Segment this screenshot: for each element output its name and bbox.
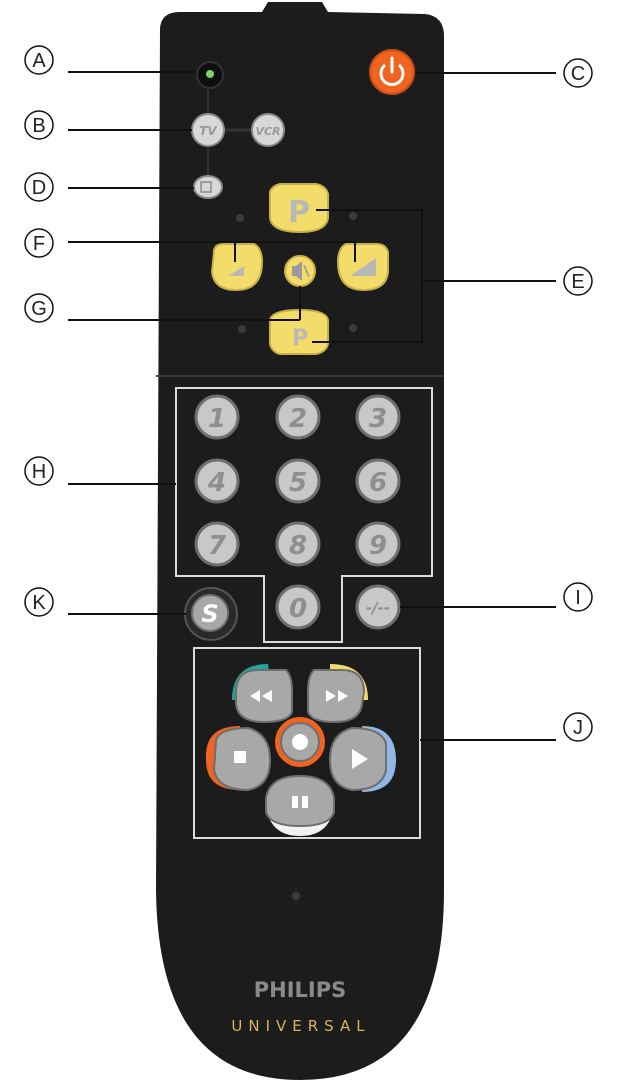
volume-down-icon — [228, 266, 244, 276]
program-down-label: P — [292, 326, 308, 351]
digit-key-4[interactable]: 4 — [194, 458, 240, 504]
keypad-bracket — [175, 387, 433, 643]
digit-key-7[interactable]: 7 — [194, 521, 240, 567]
svg-text:A: A — [32, 50, 46, 72]
callout-f: F — [24, 228, 54, 258]
callout-e: E — [563, 266, 593, 296]
indicator-dot — [349, 212, 357, 220]
svg-text:7: 7 — [208, 531, 227, 561]
tv-button[interactable]: TV — [191, 113, 225, 147]
vcr-label: VCR — [255, 125, 280, 138]
fast-forward-icon — [326, 690, 348, 702]
svg-text:G: G — [31, 298, 47, 320]
digit-key-6[interactable]: 6 — [355, 458, 401, 504]
callout-g: G — [24, 293, 54, 323]
play-button[interactable] — [328, 726, 387, 792]
program-up-button[interactable]: P — [269, 183, 329, 234]
callout-c: C — [563, 58, 593, 88]
callout-a: A — [24, 45, 54, 75]
volume-up-icon — [350, 258, 376, 276]
svg-text:1: 1 — [208, 404, 226, 434]
digit-key-1[interactable]: 1 — [194, 394, 240, 440]
digit-key-2[interactable]: 2 — [275, 394, 321, 440]
teletext-icon — [200, 181, 212, 193]
svg-text:6: 6 — [369, 468, 387, 498]
callout-d: D — [24, 172, 54, 202]
tv-label: TV — [199, 124, 218, 138]
transport-bracket — [193, 647, 421, 839]
sensor-dot — [292, 892, 300, 900]
svg-text:2: 2 — [289, 404, 307, 434]
svg-text:I: I — [575, 587, 581, 609]
callout-h: H — [24, 456, 54, 486]
model-name: UNIVERSAL — [231, 1017, 370, 1035]
rewind-button[interactable] — [235, 669, 293, 724]
callout-lines — [68, 71, 556, 741]
svg-text:H: H — [32, 461, 46, 483]
digit-key-5[interactable]: 5 — [275, 458, 321, 504]
dash-key[interactable]: -/-- — [355, 584, 401, 630]
svg-text:E: E — [571, 271, 584, 293]
stop-icon — [234, 751, 246, 763]
pause-icon — [292, 796, 308, 808]
callout-j: J — [563, 712, 593, 742]
svg-text:5: 5 — [289, 468, 307, 498]
callout-i: I — [563, 582, 593, 612]
volume-up-button[interactable] — [336, 243, 389, 292]
svg-text:8: 8 — [289, 531, 307, 561]
indicator-dot — [349, 324, 357, 332]
svg-text:9: 9 — [369, 531, 387, 561]
digit-key-9[interactable]: 9 — [355, 521, 401, 567]
callout-k: K — [24, 587, 54, 617]
numeric-keypad: 1 2 3 4 5 6 7 8 — [194, 394, 401, 630]
dash-key-label: -/-- — [366, 599, 390, 617]
svg-text:K: K — [32, 592, 46, 614]
indicator-dot — [236, 214, 244, 222]
rewind-icon — [250, 690, 272, 702]
svg-text:F: F — [33, 233, 45, 255]
volume-down-button[interactable] — [210, 243, 264, 292]
program-up-label: P — [288, 195, 310, 230]
svg-text:0: 0 — [289, 594, 307, 624]
svg-text:J: J — [573, 717, 583, 739]
record-button[interactable] — [275, 717, 325, 767]
power-icon — [379, 56, 405, 86]
play-icon — [352, 749, 368, 769]
stop-button[interactable] — [212, 726, 272, 792]
svg-text:B: B — [32, 115, 45, 137]
svg-text:3: 3 — [369, 404, 387, 434]
teletext-button[interactable] — [193, 175, 223, 199]
brand-name: PHILIPS — [254, 978, 347, 1002]
digit-key-0[interactable]: 0 — [275, 584, 321, 630]
setup-key[interactable]: S — [184, 587, 238, 641]
svg-text:4: 4 — [207, 468, 226, 498]
transport-cluster — [205, 664, 396, 836]
mute-icon — [292, 261, 310, 281]
svg-text:D: D — [32, 177, 46, 199]
mute-button[interactable] — [284, 255, 316, 287]
digit-key-8[interactable]: 8 — [275, 521, 321, 567]
record-icon — [292, 734, 308, 750]
indicator-dot — [238, 325, 246, 333]
fast-forward-button[interactable] — [307, 669, 366, 724]
power-button[interactable] — [369, 49, 415, 95]
setup-key-label: S — [201, 600, 218, 628]
vcr-button[interactable]: VCR — [251, 113, 285, 147]
digit-key-3[interactable]: 3 — [355, 394, 401, 440]
led-light — [206, 70, 214, 78]
svg-text:C: C — [571, 63, 585, 85]
callout-b: B — [24, 110, 54, 140]
pause-button[interactable] — [265, 774, 335, 828]
